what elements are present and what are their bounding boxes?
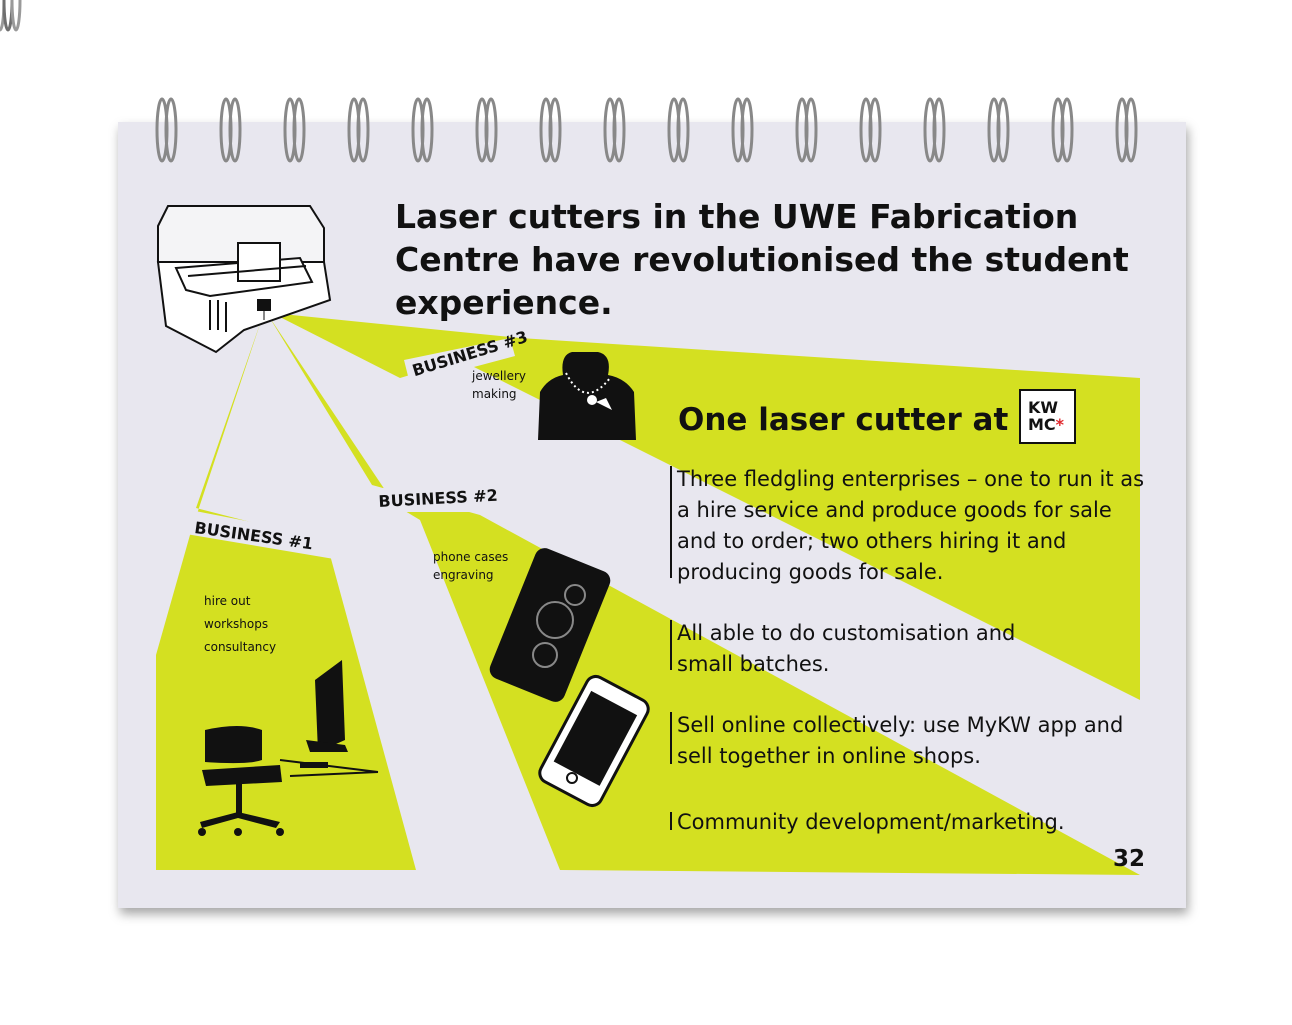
laser-cutter-icon (156, 205, 332, 354)
phone-case-icon (489, 548, 611, 702)
logo-line-2: MC* (1028, 415, 1065, 434)
business-3-label: jewellery making (472, 369, 526, 401)
necklace-bust-icon (538, 352, 636, 440)
beam-business-3 (272, 313, 1140, 700)
paragraph-bar (670, 620, 672, 670)
list-item: hire out (204, 594, 251, 608)
page-number: 32 (1113, 846, 1146, 872)
beam-business-1 (156, 318, 416, 870)
one-laser-heading: One laser cutter at (678, 402, 1009, 438)
page-headline: Laser cutters in the UWE Fabrication Cen… (395, 197, 1129, 322)
beam-business-2 (268, 315, 1140, 875)
paragraph-customisation: All able to do customisation and small b… (677, 621, 1016, 676)
logo-line-1: KW (1028, 398, 1059, 417)
highlight-beams (156, 313, 1140, 875)
spiral-rings (155, 97, 1138, 163)
kwmc-logo: KW MC* (1019, 389, 1076, 444)
list-item: consultancy (204, 640, 277, 654)
paragraph-bar (670, 812, 672, 830)
business-1-list: hire out workshops consultancy (204, 590, 276, 659)
computer-desk-icon (279, 660, 379, 777)
paragraph-community: Community development/marketing. (677, 810, 1065, 834)
spiral-binding-icon (0, 0, 22, 32)
business-2-label: phone cases engraving (433, 550, 509, 582)
paragraph-bar (670, 712, 672, 764)
paragraph-bar (670, 466, 672, 578)
smartphone-icon (538, 674, 650, 808)
office-chair-icon (198, 726, 284, 836)
paragraph-sell-online: Sell online collectively: use MyKW app a… (677, 713, 1124, 768)
paragraph-enterprises: Three fledgling enterprises – one to run… (677, 467, 1145, 584)
list-item: workshops (204, 617, 269, 631)
